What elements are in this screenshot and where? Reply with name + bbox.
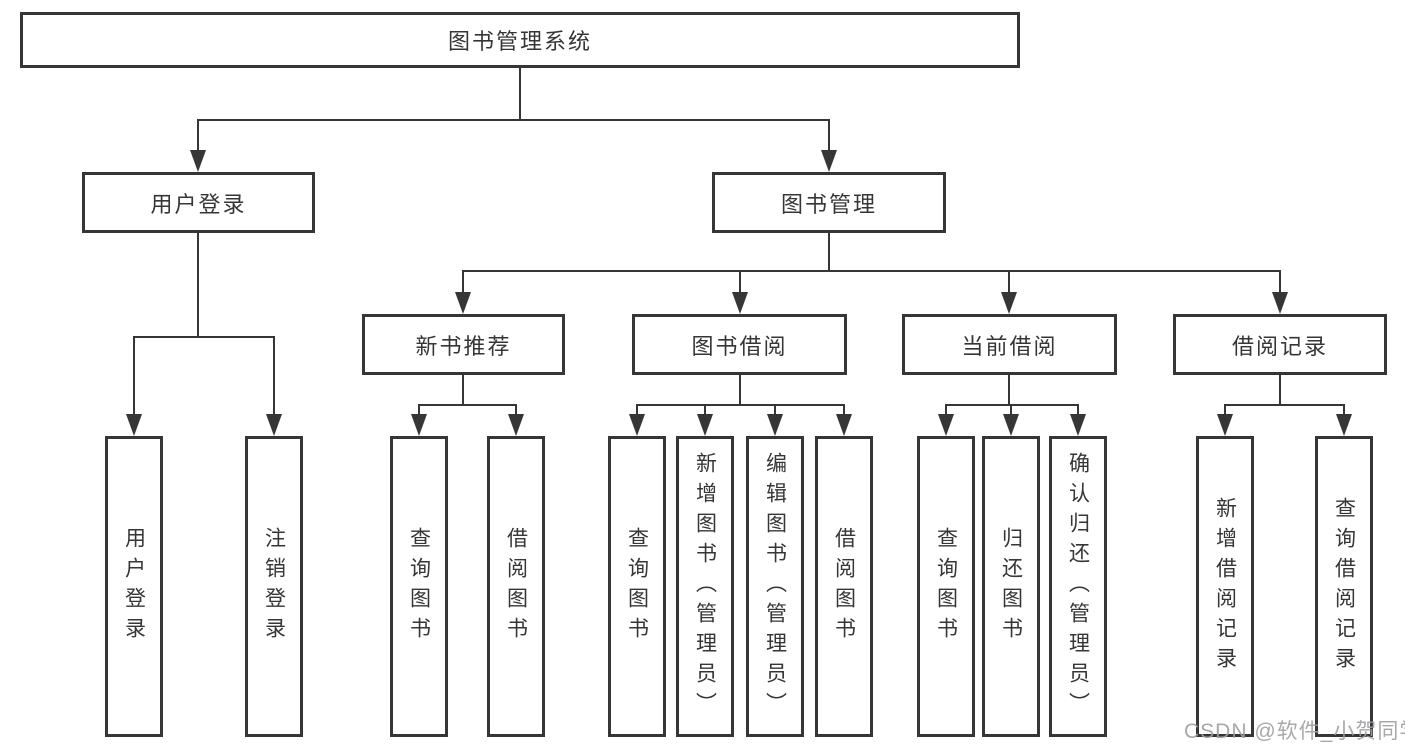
leaf-bb-borrow-books: 借阅图书: [815, 436, 873, 737]
arrowhead-new-book: [455, 292, 471, 314]
arrowhead-leaf-logout: [266, 414, 282, 436]
arrowhead-bb-query: [629, 414, 645, 436]
leaf-bb-edit-books-admin: 编辑图书（管理员）: [746, 436, 804, 737]
connector-borrow-record-drop: [1279, 270, 1281, 294]
node-current-borrowing: 当前借阅: [902, 314, 1117, 375]
leaf-bb-query-books: 查询图书: [608, 436, 666, 737]
connector-book-mgmt-stem: [828, 233, 830, 271]
connector-root-stem: [519, 68, 521, 120]
leaf-cb-confirm-return-admin: 确认归还（管理员）: [1049, 436, 1107, 737]
connector-new-book-hbar: [418, 404, 517, 406]
connector-br-add-drop: [1224, 404, 1226, 416]
node-book-borrowing: 图书借阅: [632, 314, 847, 375]
connector-bb-query-drop: [636, 404, 638, 416]
connector-user-login-hbar: [133, 336, 275, 338]
connector-bb-borrow-drop: [843, 404, 845, 416]
connector-current-borrow-hbar: [945, 404, 1079, 406]
arrowhead-current-borrow: [1001, 292, 1017, 314]
arrowhead-book-mgmt: [821, 150, 837, 172]
leaf-nb-query-books: 查询图书: [390, 436, 448, 737]
arrowhead-book-borrow: [732, 292, 748, 314]
connector-leaf-logout-drop: [273, 336, 275, 416]
leaf-user-login: 用户登录: [105, 436, 163, 737]
leaf-br-query-record: 查询借阅记录: [1315, 436, 1373, 737]
leaf-logout-login: 注销登录: [245, 436, 303, 737]
leaf-br-add-record: 新增借阅记录: [1196, 436, 1254, 737]
connector-bb-add-drop: [704, 404, 706, 416]
watermark: CSDN @软件_小贺同学: [1184, 720, 1405, 743]
arrowhead-bb-add: [697, 414, 713, 436]
node-borrow-records: 借阅记录: [1173, 314, 1387, 375]
connector-current-borrow-drop: [1008, 270, 1010, 294]
leaf-cb-query-books: 查询图书: [917, 436, 975, 737]
arrowhead-nb-query: [411, 414, 427, 436]
connector-bb-edit-drop: [774, 404, 776, 416]
arrowhead-br-query: [1336, 414, 1352, 436]
arrowhead-bb-edit: [767, 414, 783, 436]
connector-new-book-drop: [462, 270, 464, 294]
arrowhead-cb-query: [938, 414, 954, 436]
arrowhead-user-login: [190, 150, 206, 172]
connector-book-borrow-hbar: [636, 404, 845, 406]
connector-borrow-record-stem: [1279, 375, 1281, 405]
connector-cb-return-drop: [1010, 404, 1012, 416]
connector-user-login-drop: [197, 119, 199, 152]
connector-book-mgmt-hbar: [462, 270, 1281, 272]
connector-book-mgmt-drop: [828, 119, 830, 152]
leaf-cb-return-books: 归还图书: [982, 436, 1040, 737]
node-new-book-recommend: 新书推荐: [362, 314, 565, 375]
connector-borrow-record-hbar: [1224, 404, 1345, 406]
connector-cb-confirm-drop: [1077, 404, 1079, 416]
arrowhead-borrow-record: [1272, 292, 1288, 314]
connector-book-borrow-stem: [739, 375, 741, 405]
connector-new-book-stem: [462, 375, 464, 405]
arrowhead-cb-confirm: [1070, 414, 1086, 436]
arrowhead-cb-return: [1003, 414, 1019, 436]
connector-leaf-user-login-drop: [133, 336, 135, 416]
arrowhead-br-add: [1217, 414, 1233, 436]
connector-br-query-drop: [1343, 404, 1345, 416]
leaf-bb-add-books-admin: 新增图书（管理员）: [676, 436, 734, 737]
connector-nb-query-drop: [418, 404, 420, 416]
leaf-nb-borrow-books: 借阅图书: [487, 436, 545, 737]
arrowhead-bb-borrow: [836, 414, 852, 436]
connector-current-borrow-stem: [1008, 375, 1010, 405]
connector-nb-borrow-drop: [515, 404, 517, 416]
arrowhead-nb-borrow: [508, 414, 524, 436]
connector-cb-query-drop: [945, 404, 947, 416]
node-book-management: 图书管理: [712, 172, 946, 233]
connector-root-hbar: [197, 119, 830, 121]
arrowhead-leaf-user-login: [126, 414, 142, 436]
node-library-system: 图书管理系统: [20, 12, 1020, 68]
connector-book-borrow-drop: [739, 270, 741, 294]
connector-user-login-stem: [197, 233, 199, 337]
node-user-login: 用户登录: [82, 172, 315, 233]
